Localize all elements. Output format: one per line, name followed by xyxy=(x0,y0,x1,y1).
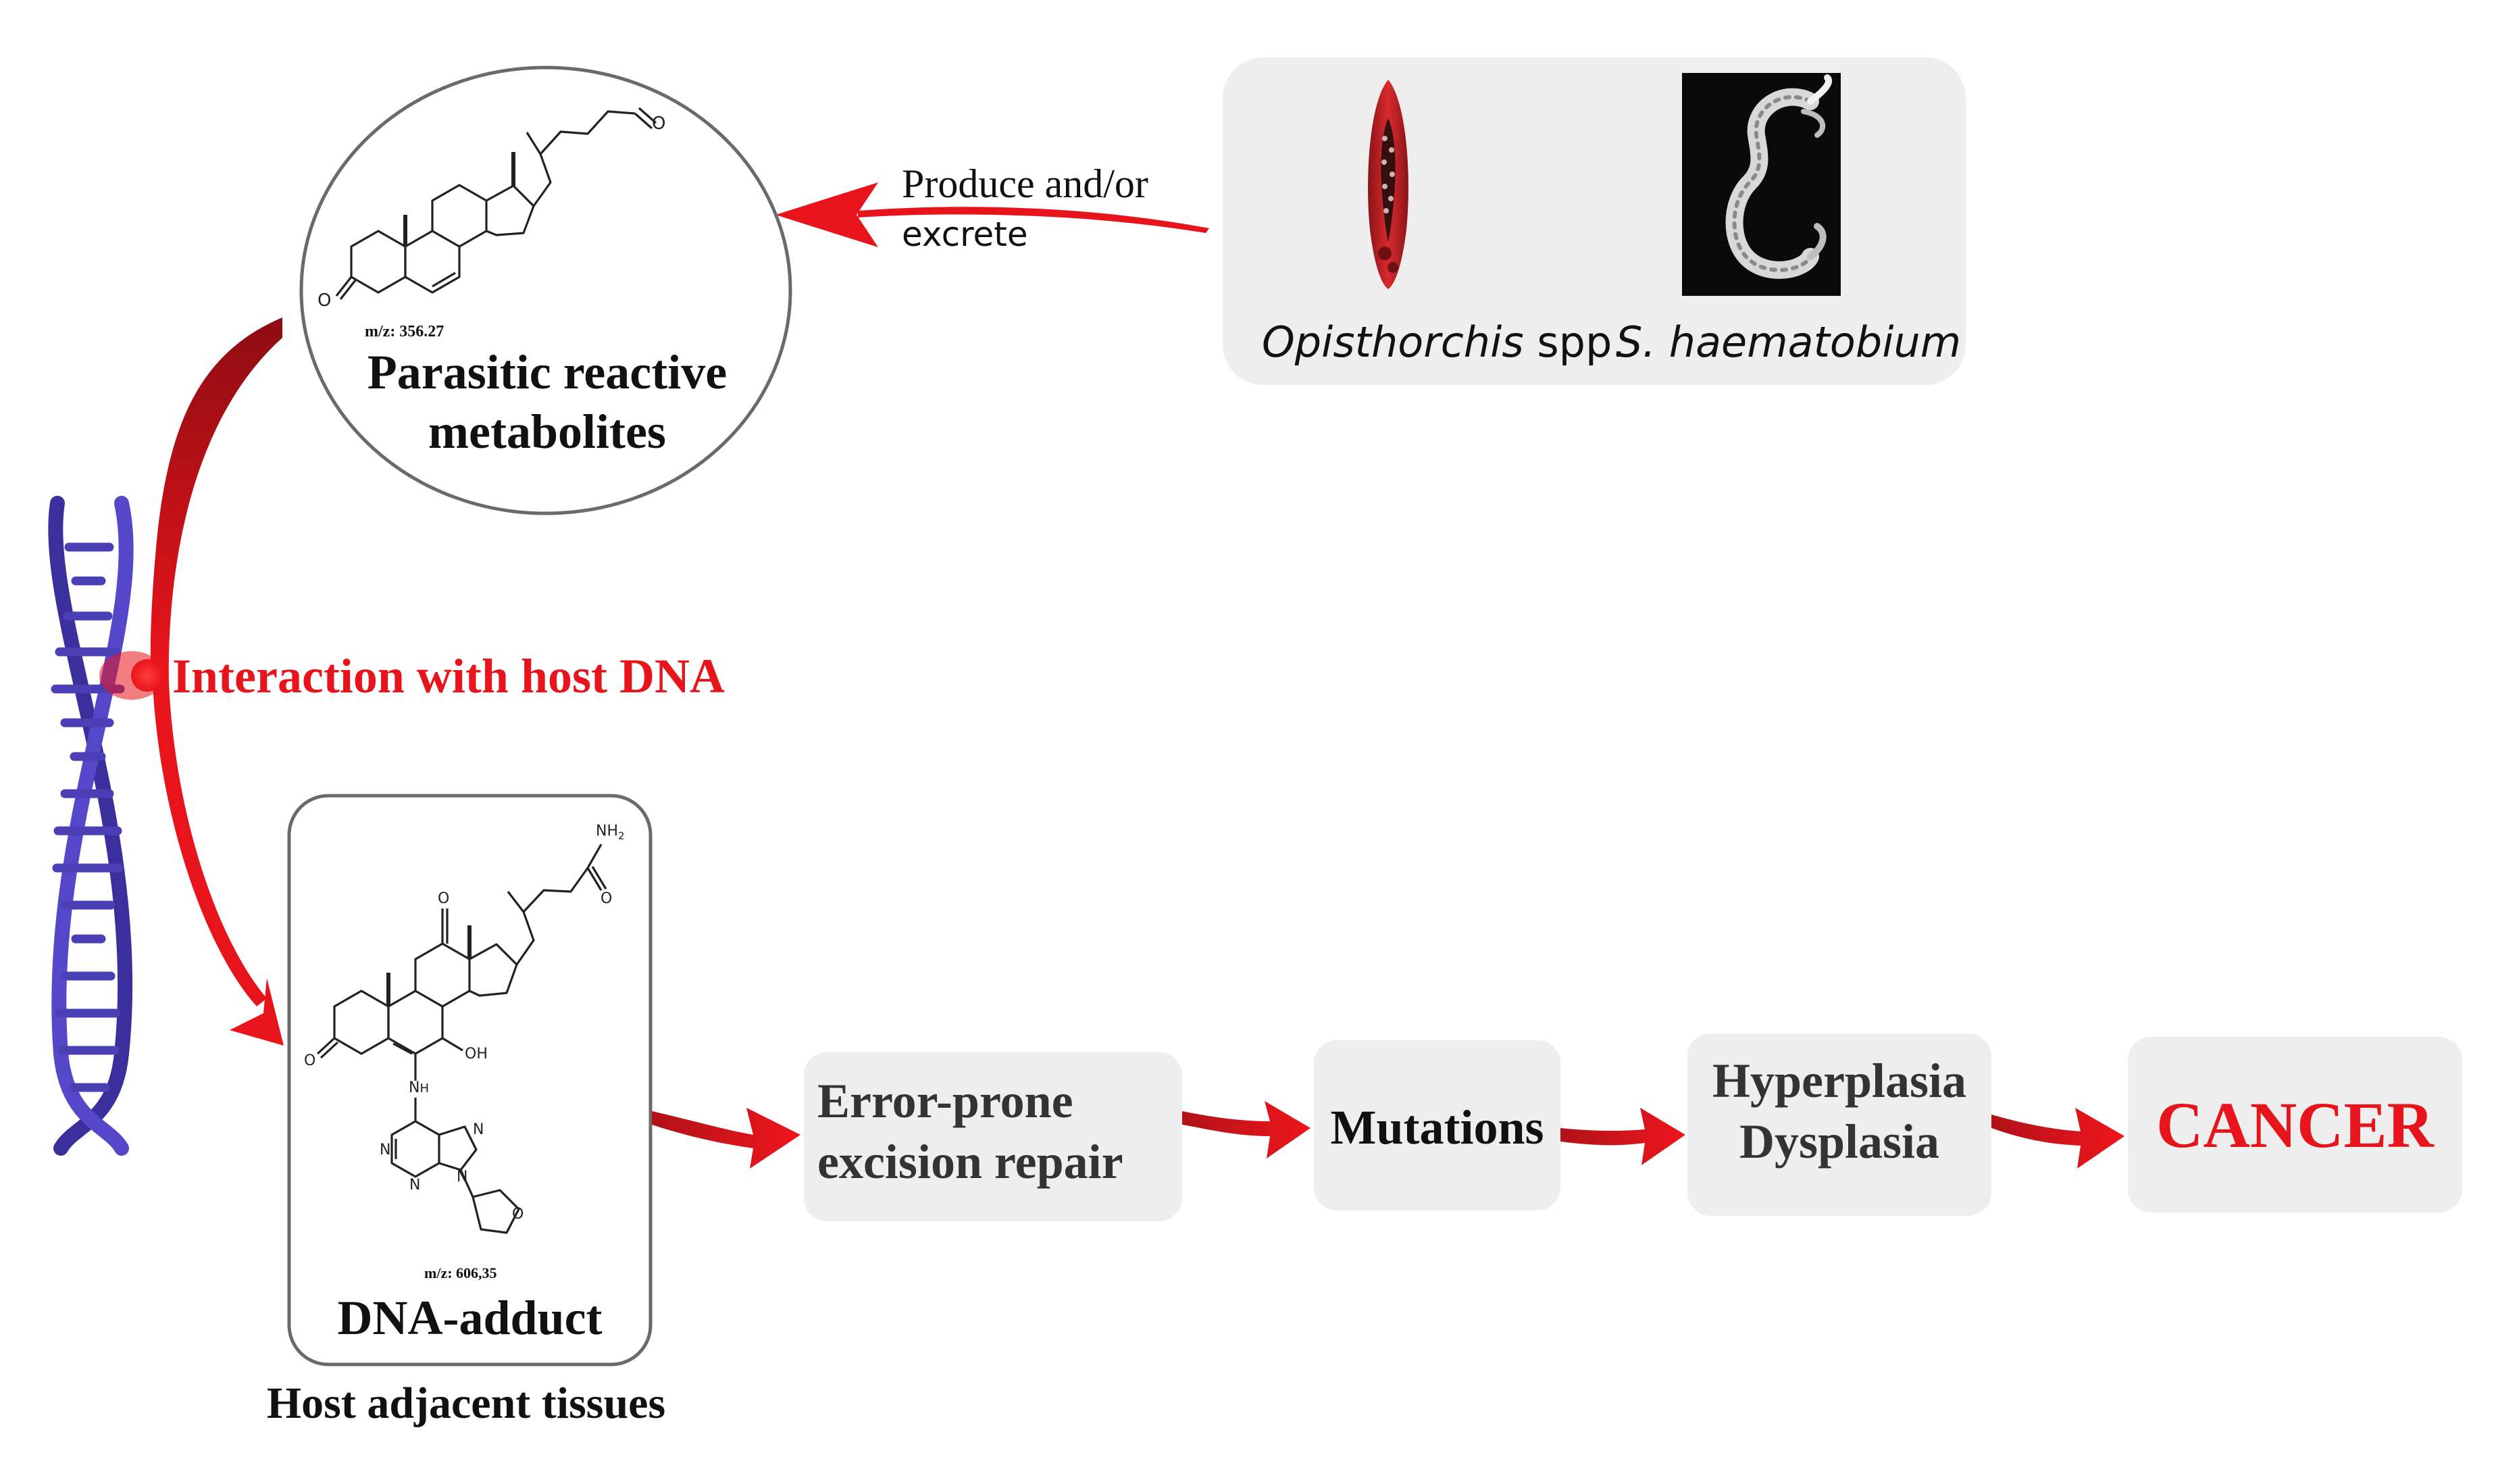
purine-n7-atom: N xyxy=(473,1121,484,1138)
step-box-mutations xyxy=(1314,1040,1560,1210)
step-box-error-prone xyxy=(804,1052,1182,1221)
dna-helix-icon xyxy=(48,496,164,1156)
interaction-label: Interaction with host DNA xyxy=(172,649,725,703)
step-label-error-prone: Error-prone excision repair xyxy=(817,1071,1169,1192)
adduct-caption: Host adjacent tissues xyxy=(266,1379,666,1428)
opisthorchis-image xyxy=(1368,80,1408,289)
produce-arrow-head xyxy=(775,182,878,247)
c3-o-atom: O xyxy=(304,1052,316,1069)
nh-link-atom: NH xyxy=(409,1079,430,1096)
flow-arrow-1 xyxy=(652,1108,800,1169)
step-box-cancer xyxy=(2128,1037,2462,1212)
thf-o-atom: O xyxy=(512,1206,524,1223)
schistosoma-image xyxy=(1682,73,1841,296)
step-hyperplasia-line1: Hyperplasia xyxy=(1712,1054,1967,1108)
step-label-hyperplasia: Hyperplasia Dysplasia xyxy=(1687,1050,1991,1172)
adduct-box xyxy=(287,794,653,1366)
interaction-arrow-head xyxy=(230,978,284,1046)
step-label-mutations: Mutations xyxy=(1330,1100,1544,1154)
step-hyperplasia-line2: Dysplasia xyxy=(1739,1115,1940,1169)
flow-arrow-4 xyxy=(1991,1108,2124,1169)
metabolite-label-line2: metabolites xyxy=(428,404,666,459)
purine-n9-atom: N xyxy=(457,1169,468,1185)
step-error-prone-line2: excision repair xyxy=(817,1135,1123,1189)
metabolite-mz: m/z: 356.27 xyxy=(365,323,444,340)
metabolite-structure xyxy=(335,107,657,300)
adduct-structure xyxy=(316,844,607,1234)
opisthorchis-name: Opisthorchis xyxy=(1262,317,1524,367)
metabolite-circle xyxy=(299,66,792,515)
aldehyde-o-atom: O xyxy=(652,113,666,134)
step-label-cancer: CANCER xyxy=(2156,1089,2434,1161)
c11-o-atom: O xyxy=(438,890,450,907)
step-box-hyperplasia xyxy=(1687,1033,1991,1216)
ketone-o-atom: O xyxy=(317,290,332,311)
interaction-dot xyxy=(131,659,163,692)
amide-o-atom: O xyxy=(601,890,613,907)
amide-nh2-atom: NH2 xyxy=(596,823,625,842)
opisthorchis-label: Opisthorchis spp. xyxy=(1262,317,1625,367)
step-error-prone-line1: Error-prone xyxy=(817,1074,1073,1128)
opisthorchis-suffix: spp. xyxy=(1523,317,1626,367)
produce-arrow-shaft xyxy=(858,207,1209,233)
produce-label: Produce and/or xyxy=(902,161,1148,206)
purine-n3-atom: N xyxy=(409,1177,421,1194)
adduct-label: DNA-adduct xyxy=(337,1291,603,1345)
oh-atom: OH xyxy=(465,1046,488,1063)
flow-arrow-2 xyxy=(1182,1101,1310,1158)
purine-n1-atom: N xyxy=(380,1142,391,1158)
metabolite-label-line1: Parasitic reactive xyxy=(367,345,728,399)
schistosoma-label: S. haematobium xyxy=(1616,317,1962,367)
flow-arrow-3 xyxy=(1560,1108,1685,1165)
interaction-connector xyxy=(150,317,282,1006)
adduct-mz: m/z: 606,35 xyxy=(424,1264,497,1281)
metabolite-label: Parasitic reactive metabolites xyxy=(297,343,797,462)
excrete-label: excrete xyxy=(902,215,1028,254)
